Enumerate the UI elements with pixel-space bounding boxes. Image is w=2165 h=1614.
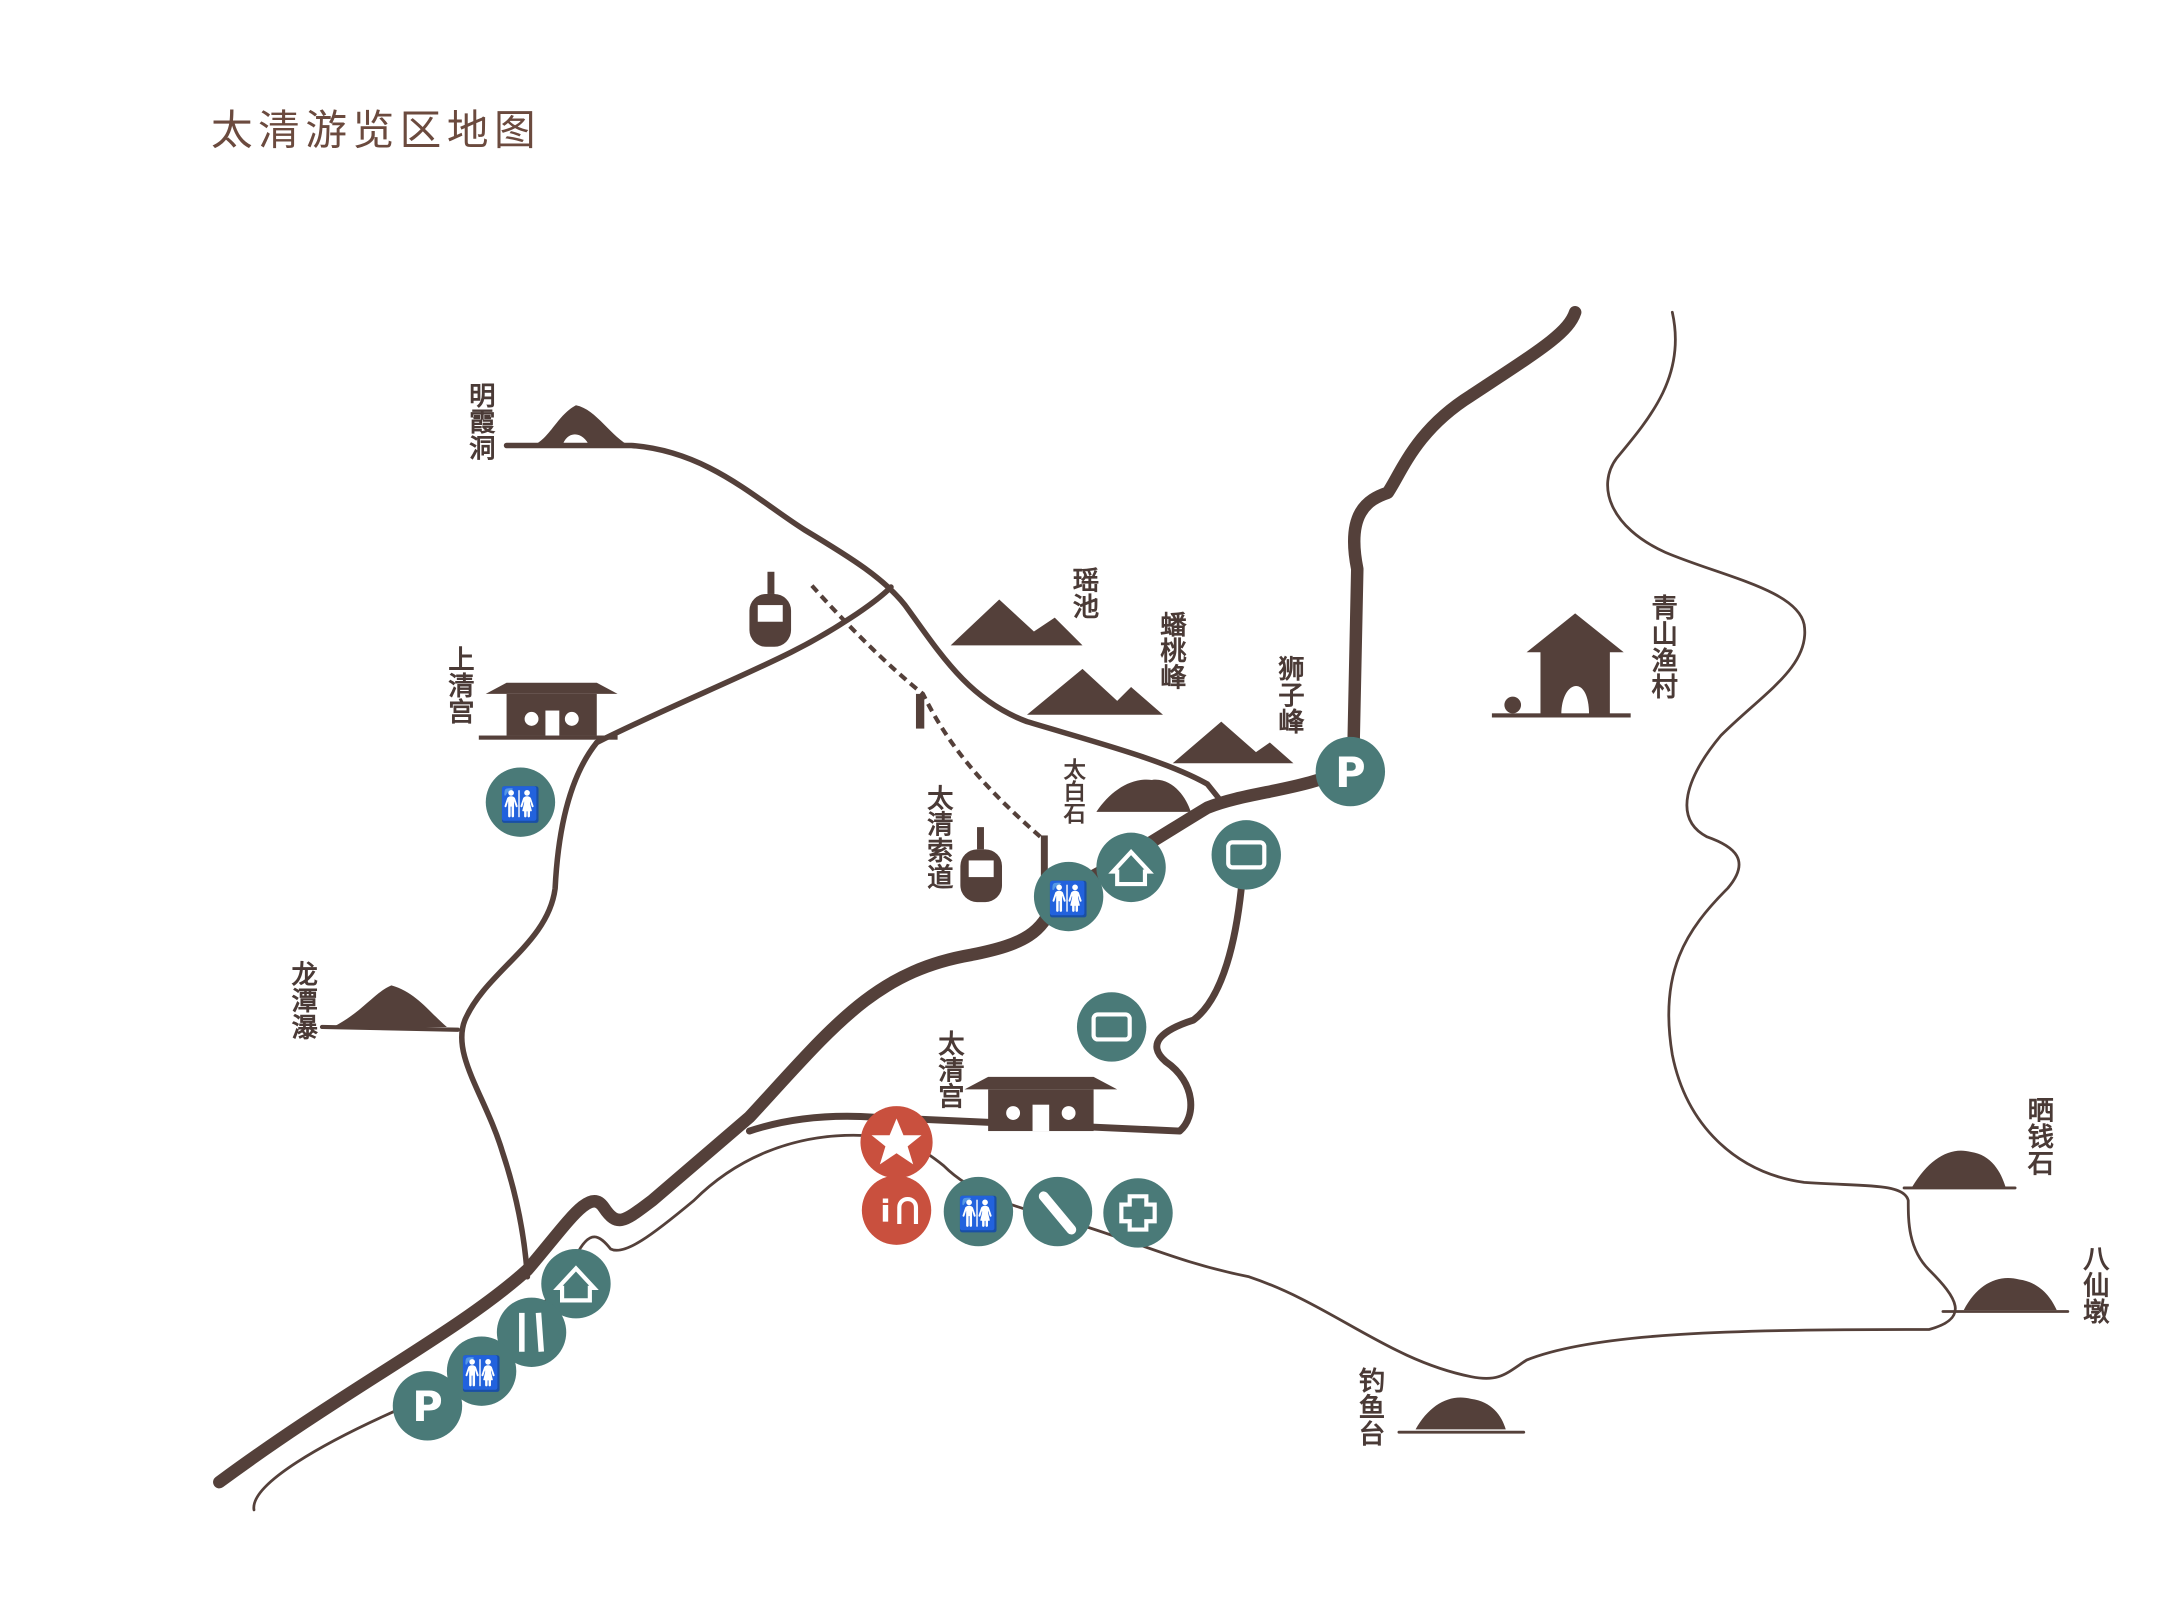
temple-icon — [478, 682, 618, 740]
rock-icon — [1415, 1397, 1506, 1430]
longtanpu-branch — [319, 1024, 461, 1032]
svg-text:P: P — [412, 1382, 443, 1431]
map-title: 太清游览区地图 — [211, 105, 541, 154]
label-longtanpu: 龙潭瀑 — [286, 960, 317, 1039]
village-house-icon — [1491, 613, 1631, 718]
rock-icon — [1963, 1278, 2057, 1311]
rock-icon — [1096, 779, 1191, 812]
restroom-icon[interactable]: 🚻 — [446, 1336, 517, 1406]
temple-icon — [964, 1076, 1118, 1132]
first-aid-icon[interactable] — [1103, 1178, 1173, 1248]
svg-text:🚻: 🚻 — [500, 785, 541, 824]
restroom-icon[interactable]: 🚻 — [943, 1176, 1014, 1247]
restaurant-icon[interactable] — [496, 1297, 567, 1367]
coastal-path — [252, 310, 1957, 1512]
label-shizifeng: 狮子峰 — [1273, 655, 1304, 735]
label-yaochi: 瑶池 — [1068, 566, 1099, 619]
cave-icon — [527, 405, 632, 447]
label-suodao: 太清索道 — [922, 784, 953, 889]
ticket-icon[interactable] — [1076, 992, 1147, 1062]
mountain-icon — [1026, 668, 1163, 715]
main-road — [213, 306, 1582, 1489]
parking-icon[interactable]: P — [392, 1371, 463, 1441]
parking-icon[interactable]: P — [1315, 736, 1386, 807]
service-icons: P 🚻 🚻 i 🚻 🚻 P — [392, 736, 1386, 1441]
restroom-icon[interactable]: 🚻 — [1033, 861, 1104, 932]
cable-car-icon — [749, 571, 925, 729]
label-pantaofeng: 蟠桃峰 — [1155, 611, 1186, 691]
west-road — [458, 739, 600, 1280]
roads — [213, 306, 2070, 1512]
information-icon[interactable]: i — [861, 1175, 932, 1245]
lodging-icon[interactable] — [1096, 832, 1166, 903]
svg-text:i: i — [880, 1194, 890, 1229]
label-qingshanyucun: 青山渔村 — [1646, 594, 1677, 699]
ticket-icon[interactable] — [1211, 820, 1281, 890]
phone-icon[interactable] — [1022, 1176, 1093, 1247]
mingxiadong-road — [503, 442, 1227, 808]
svg-text:🚻: 🚻 — [461, 1354, 502, 1393]
label-taibaishi: 太白石 — [1060, 757, 1087, 824]
cable-car-icon — [960, 827, 1048, 903]
svg-text:P: P — [1335, 748, 1366, 797]
svg-text:🚻: 🚻 — [958, 1194, 999, 1233]
label-shangqinggong: 上清宫 — [443, 645, 474, 725]
taiqinggong-road — [745, 859, 1247, 1135]
mountain-icon — [950, 599, 1083, 646]
restroom-icon[interactable]: 🚻 — [485, 767, 556, 837]
waterfall-icon — [333, 985, 447, 1027]
label-baxiandun: 八仙墩 — [2078, 1245, 2109, 1325]
label-taiqinggong: 太清宫 — [933, 1030, 964, 1110]
svg-text:🚻: 🚻 — [1048, 879, 1089, 918]
visitor-center-star-icon[interactable] — [860, 1106, 933, 1179]
shangqinggong-road — [593, 584, 894, 746]
landmarks — [333, 405, 2057, 1430]
label-shaiqianshi: 晒钱石 — [2022, 1096, 2054, 1176]
mountain-icon — [1172, 721, 1294, 764]
label-mingxiadong: 明霞洞 — [464, 382, 495, 461]
place-labels: 明霞洞 上清宫 瑶池 蟠桃峰 狮子峰 太白石 太清索道 龙潭瀑 太清宫 青山渔村… — [286, 382, 2109, 1446]
rock-icon — [1912, 1150, 2006, 1187]
label-diaoyutai: 钓鱼台 — [1353, 1367, 1384, 1446]
lodging-icon[interactable] — [541, 1249, 611, 1319]
